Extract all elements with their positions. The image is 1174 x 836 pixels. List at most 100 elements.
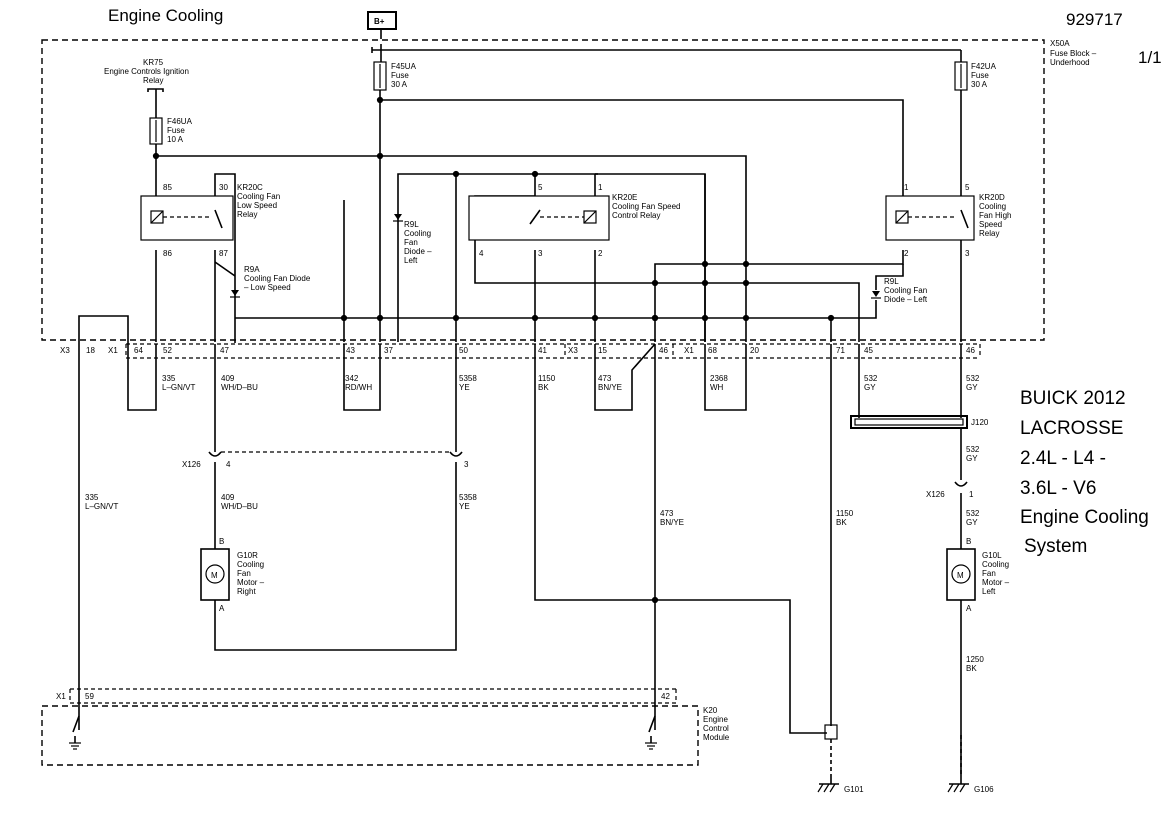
diagram-title: Engine Cooling xyxy=(108,6,223,25)
svg-text:342: 342 xyxy=(345,374,359,383)
svg-text:Fan: Fan xyxy=(237,569,251,578)
fuse-block-border xyxy=(41,39,1045,341)
svg-text:Cooling: Cooling xyxy=(982,560,1009,569)
svg-text:50: 50 xyxy=(459,346,468,355)
svg-text:85: 85 xyxy=(163,183,172,192)
svg-text:335: 335 xyxy=(162,374,176,383)
svg-text:68: 68 xyxy=(708,346,717,355)
fuse-f42ua-label: F42UA Fuse 30 A xyxy=(971,62,997,89)
svg-text:WH/D–BU: WH/D–BU xyxy=(221,383,258,392)
svg-text:YE: YE xyxy=(459,502,470,511)
svg-text:X126: X126 xyxy=(926,490,945,499)
svg-text:3: 3 xyxy=(464,460,469,469)
svg-text:52: 52 xyxy=(163,346,172,355)
svg-text:Fuse: Fuse xyxy=(391,71,409,80)
svg-text:1150: 1150 xyxy=(538,374,556,383)
motor-g10r-pins: B A xyxy=(219,537,225,613)
svg-text:Right: Right xyxy=(237,587,256,596)
ecm-connector: X1 59 42 xyxy=(56,688,677,704)
svg-text:GY: GY xyxy=(966,383,978,392)
svg-text:BN/YE: BN/YE xyxy=(598,383,622,392)
svg-text:Motor –: Motor – xyxy=(982,578,1010,587)
svg-text:B: B xyxy=(219,537,224,546)
svg-text:4: 4 xyxy=(479,249,484,258)
fuse-block-label: X50A Fuse Block – Underhood xyxy=(1050,39,1097,67)
svg-text:X1: X1 xyxy=(684,346,694,355)
svg-text:10 A: 10 A xyxy=(167,135,184,144)
motor-g10r-symbol xyxy=(205,564,225,584)
svg-text:87: 87 xyxy=(219,249,228,258)
svg-text:Relay: Relay xyxy=(237,210,257,219)
harness-splice-dots xyxy=(651,314,659,604)
svg-text:64: 64 xyxy=(134,346,143,355)
svg-text:3.6L - V6: 3.6L - V6 xyxy=(1020,478,1096,499)
svg-text:5: 5 xyxy=(965,183,970,192)
svg-text:1: 1 xyxy=(904,183,909,192)
svg-text:3: 3 xyxy=(965,249,970,258)
harness-wiring xyxy=(78,315,962,776)
ground-g101-symbol xyxy=(817,776,839,793)
svg-text:1150: 1150 xyxy=(836,509,854,518)
motor-g10l-symbol xyxy=(951,564,971,584)
svg-text:37: 37 xyxy=(384,346,393,355)
relay-kr20c-label: KR20C Cooling Fan Low Speed Relay xyxy=(237,183,280,219)
svg-text:Module: Module xyxy=(703,733,730,742)
relay-kr20c-pins: 85 30 86 87 xyxy=(163,183,228,258)
svg-text:A: A xyxy=(966,604,972,613)
svg-text:15: 15 xyxy=(598,346,607,355)
svg-text:X1: X1 xyxy=(56,692,66,701)
svg-text:L–GN/VT: L–GN/VT xyxy=(85,502,118,511)
svg-text:Fan: Fan xyxy=(982,569,996,578)
diode-r9a xyxy=(214,261,240,298)
svg-text:42: 42 xyxy=(661,692,670,701)
diode-r9l-left-label: R9L Cooling Fan Diode – Left xyxy=(404,220,432,265)
connector-j120 xyxy=(850,415,968,429)
svg-text:335: 335 xyxy=(85,493,99,502)
svg-text:Left: Left xyxy=(404,256,418,265)
relay-kr20c-switch xyxy=(214,209,223,229)
svg-text:86: 86 xyxy=(163,249,172,258)
svg-text:Fan: Fan xyxy=(404,238,418,247)
relay-kr20c xyxy=(140,195,234,241)
motor-g10r xyxy=(200,548,230,601)
svg-text:K20: K20 xyxy=(703,706,718,715)
svg-text:4: 4 xyxy=(226,460,231,469)
ground-g106-label: G106 xyxy=(974,785,994,794)
svg-text:KR20D: KR20D xyxy=(979,193,1005,202)
diode-r9l-left xyxy=(393,214,403,222)
svg-text:18: 18 xyxy=(86,346,95,355)
svg-text:F45UA: F45UA xyxy=(391,62,417,71)
svg-text:GY: GY xyxy=(864,383,876,392)
motor-g10r-label: G10R Cooling Fan Motor – Right xyxy=(237,551,265,596)
vehicle-info-text: BUICK 2012 LACROSSE 2.4L - L4 - 3.6L - V… xyxy=(1020,388,1149,557)
connector-j120-label: J120 xyxy=(971,418,989,427)
ground-g106-symbol xyxy=(947,776,969,793)
svg-text:WH/D–BU: WH/D–BU xyxy=(221,502,258,511)
svg-text:BK: BK xyxy=(966,664,977,673)
svg-text:2368: 2368 xyxy=(710,374,728,383)
relay-kr20e-coil-slash xyxy=(583,210,597,224)
battery-label: B+ xyxy=(374,17,385,26)
svg-text:Relay: Relay xyxy=(143,76,163,85)
relay-kr20c-coil-slash xyxy=(150,210,164,224)
svg-text:Fuse: Fuse xyxy=(167,126,185,135)
svg-text:43: 43 xyxy=(346,346,355,355)
svg-text:GY: GY xyxy=(966,454,978,463)
svg-text:5: 5 xyxy=(538,183,543,192)
ecm-module-label: K20 Engine Control Module xyxy=(703,706,730,742)
motor-g10l xyxy=(946,548,976,601)
svg-text:2.4L - L4 -: 2.4L - L4 - xyxy=(1020,448,1106,469)
svg-text:1250: 1250 xyxy=(966,655,984,664)
svg-text:F42UA: F42UA xyxy=(971,62,997,71)
svg-text:Fuse: Fuse xyxy=(971,71,989,80)
ground-splice-g101 xyxy=(824,724,838,740)
svg-text:409: 409 xyxy=(221,493,235,502)
svg-text:F46UA: F46UA xyxy=(167,117,193,126)
relay-kr20d-pins: 1 5 2 3 xyxy=(904,183,970,258)
connector-j120-inner xyxy=(854,418,964,426)
ecm-module-border xyxy=(41,705,699,766)
svg-text:2: 2 xyxy=(904,249,909,258)
svg-text:1: 1 xyxy=(969,490,974,499)
relay-kr20e-switch xyxy=(529,209,541,225)
svg-text:532: 532 xyxy=(966,509,980,518)
